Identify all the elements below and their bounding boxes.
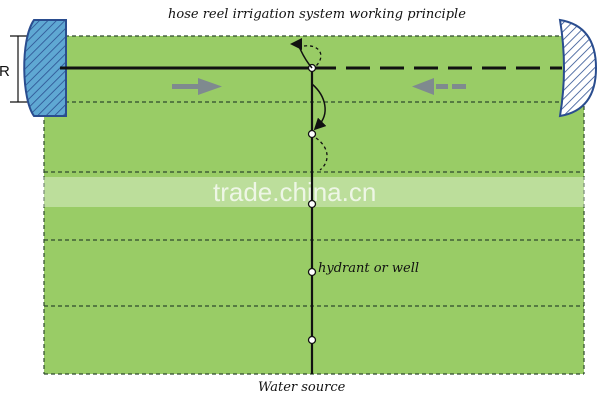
hydrant-node [307, 129, 317, 139]
relocation-dashed-middle [315, 137, 328, 171]
left-sprinkler-arc [23, 19, 67, 117]
hydrant-node [307, 199, 317, 209]
left-direction-arrow [412, 78, 466, 95]
watermark-band [0, 177, 600, 207]
relocation-arrow-middle [311, 83, 327, 131]
diagram-title: hose reel irrigation system working prin… [168, 7, 466, 22]
radius-indicator [10, 35, 28, 103]
right-direction-arrow [172, 78, 222, 95]
hydrant-node [307, 267, 317, 277]
relocation-arrow-top [290, 38, 313, 69]
relocation-dashed-top [303, 45, 322, 67]
watermark-text: trade.china.cn [213, 177, 376, 207]
right-sprinkler-arc [558, 18, 598, 118]
water-source-label: Water source [258, 380, 346, 395]
radius-label: R [0, 63, 10, 80]
field-strip-lines [43, 35, 585, 375]
hydrant-label: hydrant or well [318, 261, 419, 276]
hydrant-node [307, 335, 317, 345]
